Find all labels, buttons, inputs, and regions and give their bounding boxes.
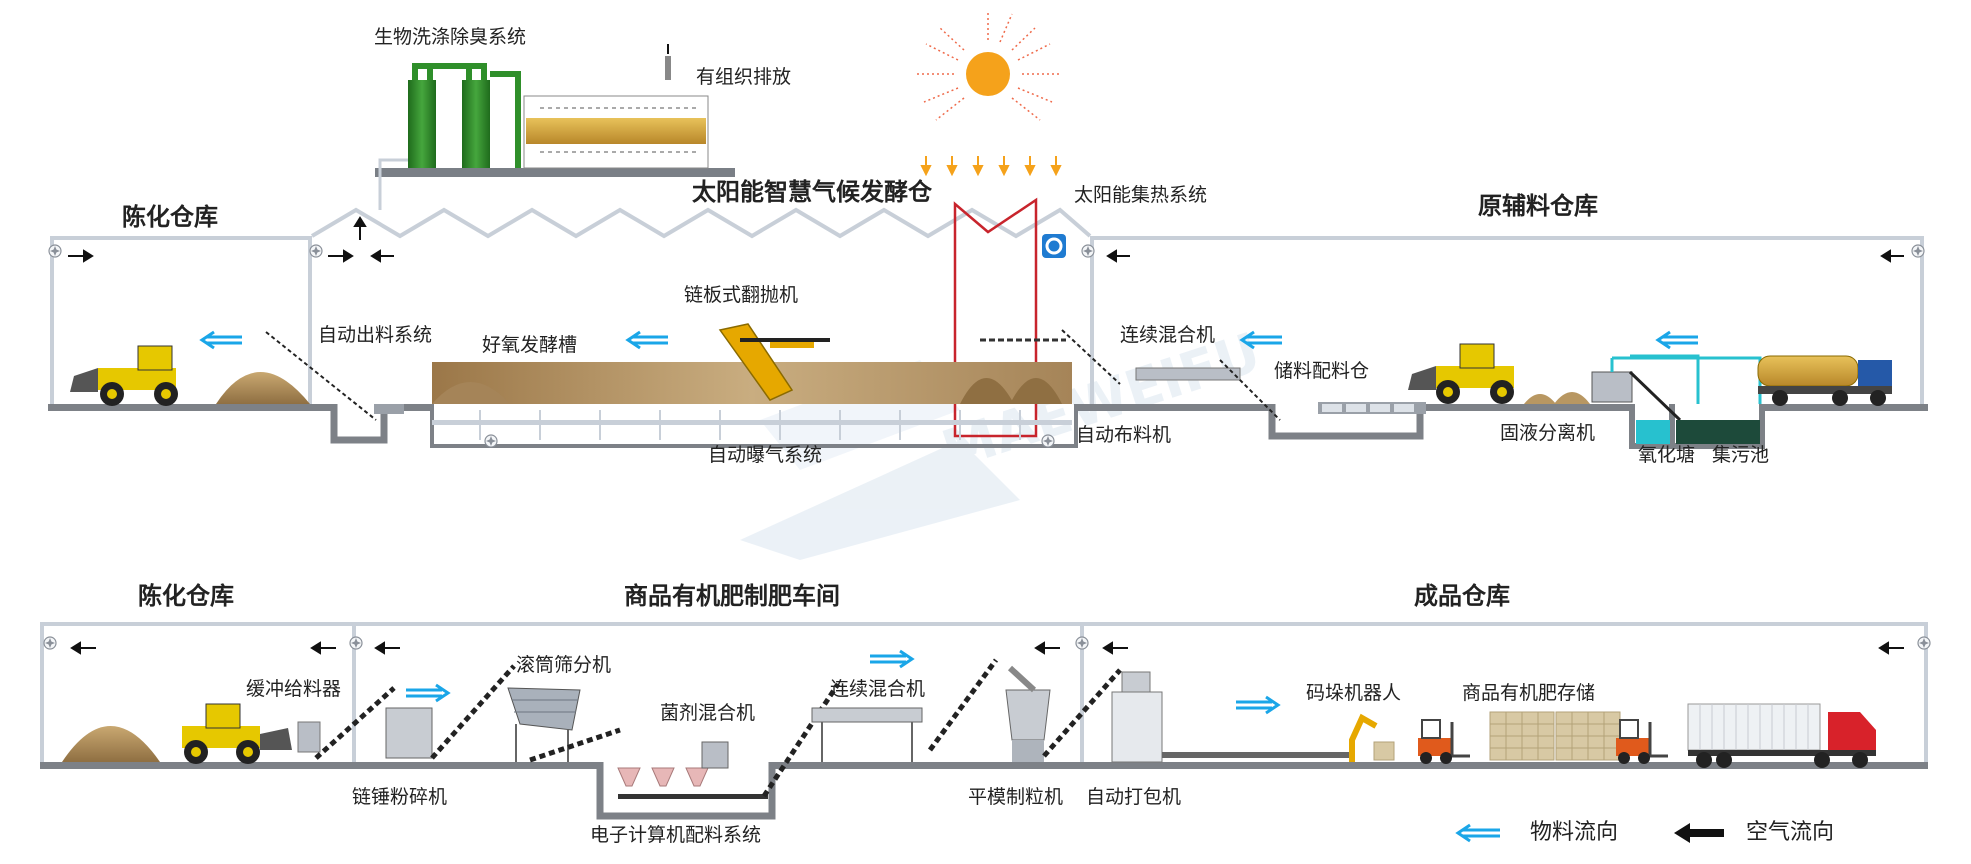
- watermark: MAEWEIFU: [740, 321, 1268, 560]
- buffer-feeder-label: 缓冲给料器: [246, 678, 342, 700]
- continuous-mixer-bottom-label: 连续混合机: [830, 678, 926, 700]
- flat-die-granulator-label: 平模制粒机: [968, 786, 1064, 808]
- fertilizer-storage-label: 商品有机肥存储: [1462, 682, 1596, 704]
- solar-heat-label: 太阳能集热系统: [1074, 184, 1208, 206]
- fan-icon: [48, 244, 62, 258]
- auto-discharge-label: 自动出料系统: [318, 324, 433, 346]
- air-flow-arrows-top: [68, 216, 1904, 263]
- auto-packing-machine: [1111, 671, 1163, 763]
- buffer-feeder-machine: [297, 721, 321, 753]
- fan-icon: [1041, 434, 1055, 448]
- sewage-pool-label: 集污池: [1712, 444, 1770, 466]
- tanker-truck: [1757, 355, 1892, 406]
- left-aging-warehouse-title: 陈化仓库: [122, 203, 218, 231]
- continuous-mixer-bottom: [811, 707, 923, 762]
- fertilizer-bags-2: [1555, 711, 1621, 761]
- solid-liquid-separator-label: 固液分离机: [1500, 422, 1596, 444]
- compost-pile: [216, 372, 310, 404]
- flat-die-granulator: [1005, 665, 1051, 762]
- fan-icon: [43, 636, 57, 650]
- fan-icon: [484, 434, 498, 448]
- batching-hoppers: [617, 767, 709, 787]
- screen-outlet-conveyor: [529, 727, 621, 763]
- storage-bin-label: 储料配料仓: [1274, 360, 1370, 382]
- continuous-mixer-label: 连续混合机: [1120, 324, 1216, 346]
- fan-icon: [309, 244, 323, 258]
- chain-turner-machine: [718, 323, 830, 401]
- drum-screen-label: 滚筒筛分机: [516, 654, 612, 676]
- solid-liquid-separator: [1591, 354, 1762, 422]
- fan-icon: [1917, 636, 1931, 650]
- fan-icon: [1081, 244, 1095, 258]
- auto-aeration-label: 自动曝气系统: [708, 444, 823, 466]
- sun-icon: [916, 10, 1062, 177]
- material-flow-arrows-bottom: [406, 649, 1281, 715]
- organized-emission-label: 有组织排放: [696, 66, 792, 88]
- drum-screen-machine: [507, 687, 581, 762]
- oxidation-pond: [1636, 420, 1670, 444]
- forklift-1: [1418, 719, 1470, 764]
- auto-distributor-label: 自动布料机: [1076, 424, 1172, 446]
- container-truck: [1687, 703, 1876, 768]
- feeder-conveyor: [314, 686, 396, 760]
- fan-icon: [1075, 636, 1089, 650]
- bacteria-mixer-label: 菌剂混合机: [660, 702, 756, 724]
- aerobic-tank-label: 好氧发酵槽: [482, 334, 578, 356]
- discharge-conveyor: [265, 331, 377, 421]
- fertilizer-workshop-title: 商品有机肥制肥车间: [624, 582, 840, 610]
- packing-conveyor: [1162, 752, 1352, 758]
- forklift-2: [1616, 719, 1668, 764]
- auto-packing-label: 自动打包机: [1086, 786, 1182, 808]
- legend-air-arrow: [1674, 823, 1724, 843]
- wheel-loader-right: [1408, 343, 1514, 404]
- continuous-mixer-top: [1135, 367, 1241, 381]
- fermentation-chamber-title: 太阳能智慧气候发酵仓: [692, 178, 932, 206]
- legend-air-flow-label: 空气流向: [1746, 820, 1835, 845]
- biofilter-bed: [523, 44, 709, 169]
- packing-feed-conveyor: [1042, 668, 1122, 758]
- fan-icon: [349, 636, 363, 650]
- bacteria-mixer-machine: [701, 741, 729, 769]
- mixer-feed-conveyor: [761, 682, 841, 798]
- chain-crusher-label: 链锤粉碎机: [352, 786, 448, 808]
- chain-turner-label: 链板式翻抛机: [684, 284, 799, 306]
- bottom-building: [40, 622, 1928, 820]
- bio-scrubber-towers: [375, 63, 735, 210]
- material-flow-arrows-top: [199, 330, 1698, 350]
- wheel-loader-bottom: [182, 703, 292, 764]
- palletizer-label: 码垛机器人: [1306, 682, 1402, 704]
- air-flow-arrows-bottom: [70, 641, 1904, 655]
- finished-goods-warehouse-title: 成品仓库: [1414, 582, 1510, 610]
- palletizer-robot: [1349, 713, 1395, 762]
- sewage-pool: [1676, 420, 1760, 444]
- computer-batching-label: 电子计算机配料系统: [590, 824, 762, 846]
- raw-material-warehouse-title: 原辅料仓库: [1478, 192, 1598, 220]
- batching-bins: [1318, 402, 1426, 414]
- storage-conveyor: [1219, 359, 1281, 421]
- screw-conveyor: [374, 404, 404, 414]
- aging-pile: [62, 726, 160, 762]
- solar-heat-icon: [1042, 234, 1066, 258]
- fan-icon: [1911, 244, 1925, 258]
- mixer-conveyor: [1061, 329, 1121, 385]
- raw-material-piles: [1524, 392, 1590, 404]
- wheel-loader: [70, 345, 178, 406]
- chain-crusher-machine: [385, 707, 433, 759]
- granulator-feed-conveyor: [927, 658, 999, 752]
- batching-belt: [618, 794, 768, 799]
- legend-material-arrow: [1455, 823, 1500, 843]
- bio-scrubber-label: 生物洗涤除臭系统: [374, 26, 527, 48]
- legend-material-flow-label: 物料流向: [1530, 820, 1619, 845]
- fertilizer-bags-1: [1489, 711, 1555, 761]
- bottom-aging-warehouse-title: 陈化仓库: [138, 582, 234, 610]
- screen-conveyor: [430, 664, 516, 760]
- oxidation-pond-label: 氧化塘: [1638, 444, 1696, 466]
